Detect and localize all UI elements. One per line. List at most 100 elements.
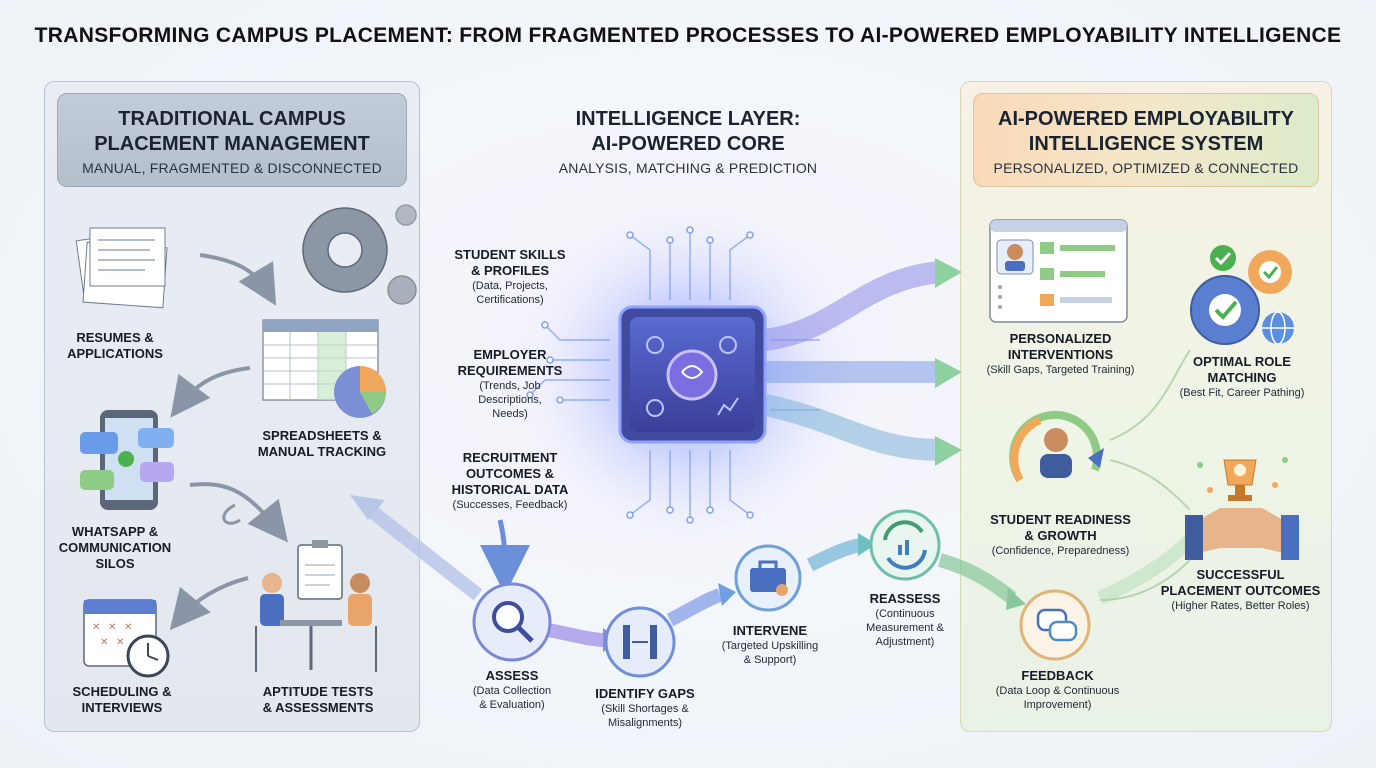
employer-sub2: Descriptions, [478, 394, 542, 406]
spreadsheets-label: SPREADSHEETS & MANUAL TRACKING [252, 428, 392, 460]
intervene-sub2: & Support) [743, 654, 797, 666]
input-student-skills: STUDENT SKILLS & PROFILES (Data, Project… [440, 247, 580, 307]
employer-sub1: (Trends, Job [479, 380, 541, 392]
identify-gaps-sub1: (Skill Shortages & [601, 703, 689, 715]
whatsapp-label-line1: WHATSAPP & [71, 524, 159, 539]
loop-arrow [222, 503, 241, 525]
cycle-feedback: FEEDBACK (Data Loop & Continuous Improve… [985, 668, 1130, 712]
core-output-flows [762, 258, 962, 466]
assess-sub1: (Data Collection [472, 685, 552, 697]
feedback-label: FEEDBACK [1021, 668, 1094, 683]
toolbox-icon [734, 544, 802, 612]
personalized-interventions: PERSONALIZED INTERVENTIONS (Skill Gaps, … [973, 331, 1148, 377]
svg-text:✕: ✕ [92, 622, 100, 633]
gears-icon [302, 204, 417, 305]
resumes-label-line1: RESUMES & [76, 330, 154, 345]
profile-dashboard-icon [989, 219, 1128, 323]
assess-sub2: & Evaluation) [479, 699, 545, 711]
spreadsheet-icon [262, 319, 386, 418]
aptitude-label-line2: & ASSESSMENTS [262, 700, 374, 715]
documents-icon [75, 227, 168, 309]
intervene-sub1: (Targeted Upskilling [721, 640, 819, 652]
whatsapp-label-line2: COMMUNICATION [58, 540, 172, 555]
svg-text:✕: ✕ [116, 637, 124, 648]
intelligence-subtitle: ANALYSIS, MATCHING & PREDICTION [558, 160, 818, 176]
cycle-assess: ASSESS (Data Collection & Evaluation) [447, 668, 577, 712]
recruitment-line1: RECRUITMENT [462, 450, 558, 465]
cycle-ribbon [546, 534, 1195, 647]
intelligence-title-line1: INTELLIGENCE LAYER: [575, 108, 801, 130]
scheduling-label-line1: SCHEDULING & [72, 684, 172, 699]
assess-label: ASSESS [485, 668, 539, 683]
personalized-sub: (Skill Gaps, Targeted Training) [986, 364, 1135, 376]
svg-text:✕: ✕ [100, 637, 108, 648]
optimal-sub: (Best Fit, Career Pathing) [1179, 387, 1305, 399]
student-readiness: STUDENT READINESS & GROWTH (Confidence, … [973, 512, 1148, 558]
optimal-line1: OPTIMAL ROLE [1193, 354, 1291, 369]
ai-system-subtitle: PERSONALIZED, OPTIMIZED & CONNECTED [993, 160, 1299, 176]
cycle-reassess: REASSESS (Continuous Measurement & Adjus… [845, 591, 965, 649]
traditional-panel-header [57, 93, 407, 187]
recruitment-line2: OUTCOMES & [465, 466, 555, 481]
optimal-line2: MATCHING [1207, 370, 1277, 385]
traditional-subtitle: MANUAL, FRAGMENTED & DISCONNECTED [82, 160, 382, 176]
aptitude-label-line1: APTITUDE TESTS [262, 684, 374, 699]
gears-check-icon [1190, 245, 1294, 345]
readiness-line2: & GROWTH [1024, 528, 1097, 543]
employer-sub3: Needs) [492, 408, 528, 420]
calendar-clock-icon: ✕✕✕✕✕ [83, 599, 170, 678]
traditional-title-line1: TRADITIONAL CAMPUS [118, 108, 346, 130]
cycle-identify-gaps: IDENTIFY GAPS (Skill Shortages & Misalig… [580, 686, 710, 730]
identify-gaps-label: IDENTIFY GAPS [595, 686, 695, 701]
personalized-line1: PERSONALIZED [1009, 331, 1112, 346]
ai-system-title-line1: AI-POWERED EMPLOYABILITY [998, 108, 1294, 130]
magnifier-icon [472, 582, 552, 662]
chat-bubbles-icon [1019, 589, 1091, 661]
feedback-to-left-arrow [350, 495, 483, 601]
scheduling-label: SCHEDULING & INTERVIEWS [62, 684, 182, 716]
outcomes-to-assess-arrow [479, 519, 530, 595]
successful-line1: SUCCESSFUL [1196, 567, 1285, 582]
feedback-sub1: (Data Loop & Continuous [995, 685, 1120, 697]
svg-text:✕: ✕ [124, 622, 132, 633]
page-title: TRANSFORMING CAMPUS PLACEMENT: FROM FRAG… [34, 24, 1342, 47]
student-growth-icon [1009, 410, 1104, 483]
interview-icon [255, 540, 377, 672]
gap-icon [604, 606, 676, 678]
input-employer-requirements: EMPLOYER REQUIREMENTS (Trends, Job Descr… [440, 347, 580, 421]
traditional-title-line2: PLACEMENT MANAGEMENT [94, 133, 370, 155]
input-recruitment-outcomes: RECRUITMENT OUTCOMES & HISTORICAL DATA (… [435, 450, 585, 512]
reassess-sub2: Measurement & [866, 622, 944, 634]
feedback-sub2: Improvement) [1023, 699, 1092, 711]
refresh-chart-icon [869, 509, 941, 581]
optimal-role-matching: OPTIMAL ROLE MATCHING (Best Fit, Career … [1163, 354, 1321, 400]
cycle-intervene: INTERVENE (Targeted Upskilling & Support… [705, 623, 835, 667]
readiness-line1: STUDENT READINESS [990, 512, 1131, 527]
ai-system-panel-header [973, 93, 1319, 187]
student-skills-line2: & PROFILES [470, 263, 549, 278]
intelligence-title-line2: AI-POWERED CORE [591, 133, 785, 155]
resumes-label: RESUMES & APPLICATIONS [60, 330, 170, 362]
reassess-sub3: Adjustment) [875, 636, 935, 648]
resumes-label-line2: APPLICATIONS [67, 346, 163, 361]
readiness-sub: (Confidence, Preparedness) [991, 545, 1130, 557]
successful-line2: PLACEMENT OUTCOMES [1160, 583, 1321, 598]
intervene-label: INTERVENE [732, 623, 808, 638]
spreadsheets-label-line2: MANUAL TRACKING [257, 444, 387, 459]
reassess-label: REASSESS [869, 591, 941, 606]
student-skills-sub2: Certifications) [476, 294, 544, 306]
personalized-line2: INTERVENTIONS [1007, 347, 1114, 362]
right-connectors [1099, 349, 1191, 601]
ai-system-title-line2: INTELLIGENCE SYSTEM [1028, 133, 1264, 155]
spreadsheets-label-line1: SPREADSHEETS & [262, 428, 382, 443]
svg-text:✕: ✕ [108, 622, 116, 633]
phone-chat-icon [80, 410, 174, 510]
ai-core-chip-icon [618, 305, 767, 444]
reassess-sub1: (Continuous [875, 608, 935, 620]
aptitude-label: APTITUDE TESTS & ASSESSMENTS [248, 684, 388, 716]
successful-sub: (Higher Rates, Better Roles) [1171, 600, 1310, 612]
employer-line1: EMPLOYER [473, 347, 547, 362]
whatsapp-label: WHATSAPP & COMMUNICATION SILOS [55, 524, 175, 572]
successful-placement: SUCCESSFUL PLACEMENT OUTCOMES (Higher Ra… [1153, 567, 1328, 613]
